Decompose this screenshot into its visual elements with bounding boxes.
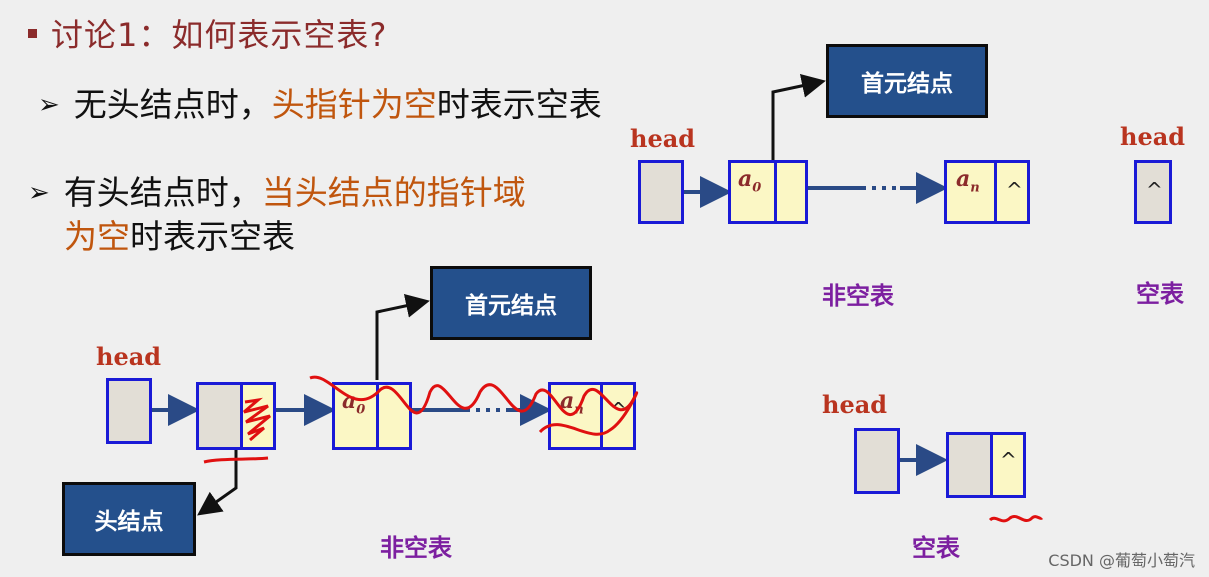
data-field xyxy=(731,163,777,221)
page-title: 讨论1：如何表示空表? xyxy=(28,10,387,56)
head-pointer-box xyxy=(854,428,900,494)
head-label: head xyxy=(630,124,696,153)
underline-head-node xyxy=(203,456,269,464)
data-field xyxy=(335,385,379,447)
first-element-node-label: 首元结点 xyxy=(430,266,592,340)
head-node-callout: 头结点 xyxy=(62,482,196,556)
head-node-pointer-field xyxy=(993,435,1023,495)
watermark: CSDN @葡萄小萄汽 xyxy=(1048,551,1195,570)
head-node-data-field xyxy=(949,435,993,495)
non-empty-list-caption: 非空表 xyxy=(380,534,452,562)
node-an xyxy=(944,160,1030,224)
bullet-with-head-node-line2: 为空时表示空表 xyxy=(64,217,295,256)
head-node xyxy=(946,432,1026,498)
head-node-data-field xyxy=(199,385,243,447)
node-a0-label: a0 xyxy=(738,166,762,196)
bullet-with-head-node: ➢有头结点时，当头结点的指针域 xyxy=(28,173,526,212)
head-node xyxy=(196,382,276,450)
node-a0 xyxy=(728,160,808,224)
data-field xyxy=(551,385,603,447)
head-label: head xyxy=(822,390,888,419)
squiggle-empty-list xyxy=(988,515,1044,523)
empty-list-caption: 空表 xyxy=(912,534,960,562)
bullet-no-head-node: ➢无头结点时，头指针为空时表示空表 xyxy=(38,85,602,124)
null-pointer-mark: ^ xyxy=(1146,178,1163,202)
first-element-node-label: 首元结点 xyxy=(826,44,988,118)
head-pointer-box xyxy=(638,160,684,224)
empty-list-caption: 空表 xyxy=(1136,280,1184,308)
head-label: head xyxy=(96,342,162,371)
arrow-bullet-icon: ➢ xyxy=(28,178,50,208)
data-field xyxy=(947,163,997,221)
head-pointer-box xyxy=(106,378,152,444)
null-pointer-mark: ^ xyxy=(1006,178,1023,202)
bullet-square-icon xyxy=(28,28,37,38)
non-empty-list-caption: 非空表 xyxy=(822,282,894,310)
scribble-data-nodes xyxy=(309,375,639,436)
null-pointer-mark: ^ xyxy=(1000,448,1017,472)
scribble-head-pointer-field xyxy=(243,397,271,442)
head-pointer-box xyxy=(1134,160,1172,224)
arrow-bullet-icon: ➢ xyxy=(38,90,60,120)
node-an xyxy=(548,382,636,450)
head-label: head xyxy=(1120,122,1186,151)
node-an-label: an xyxy=(956,166,980,196)
